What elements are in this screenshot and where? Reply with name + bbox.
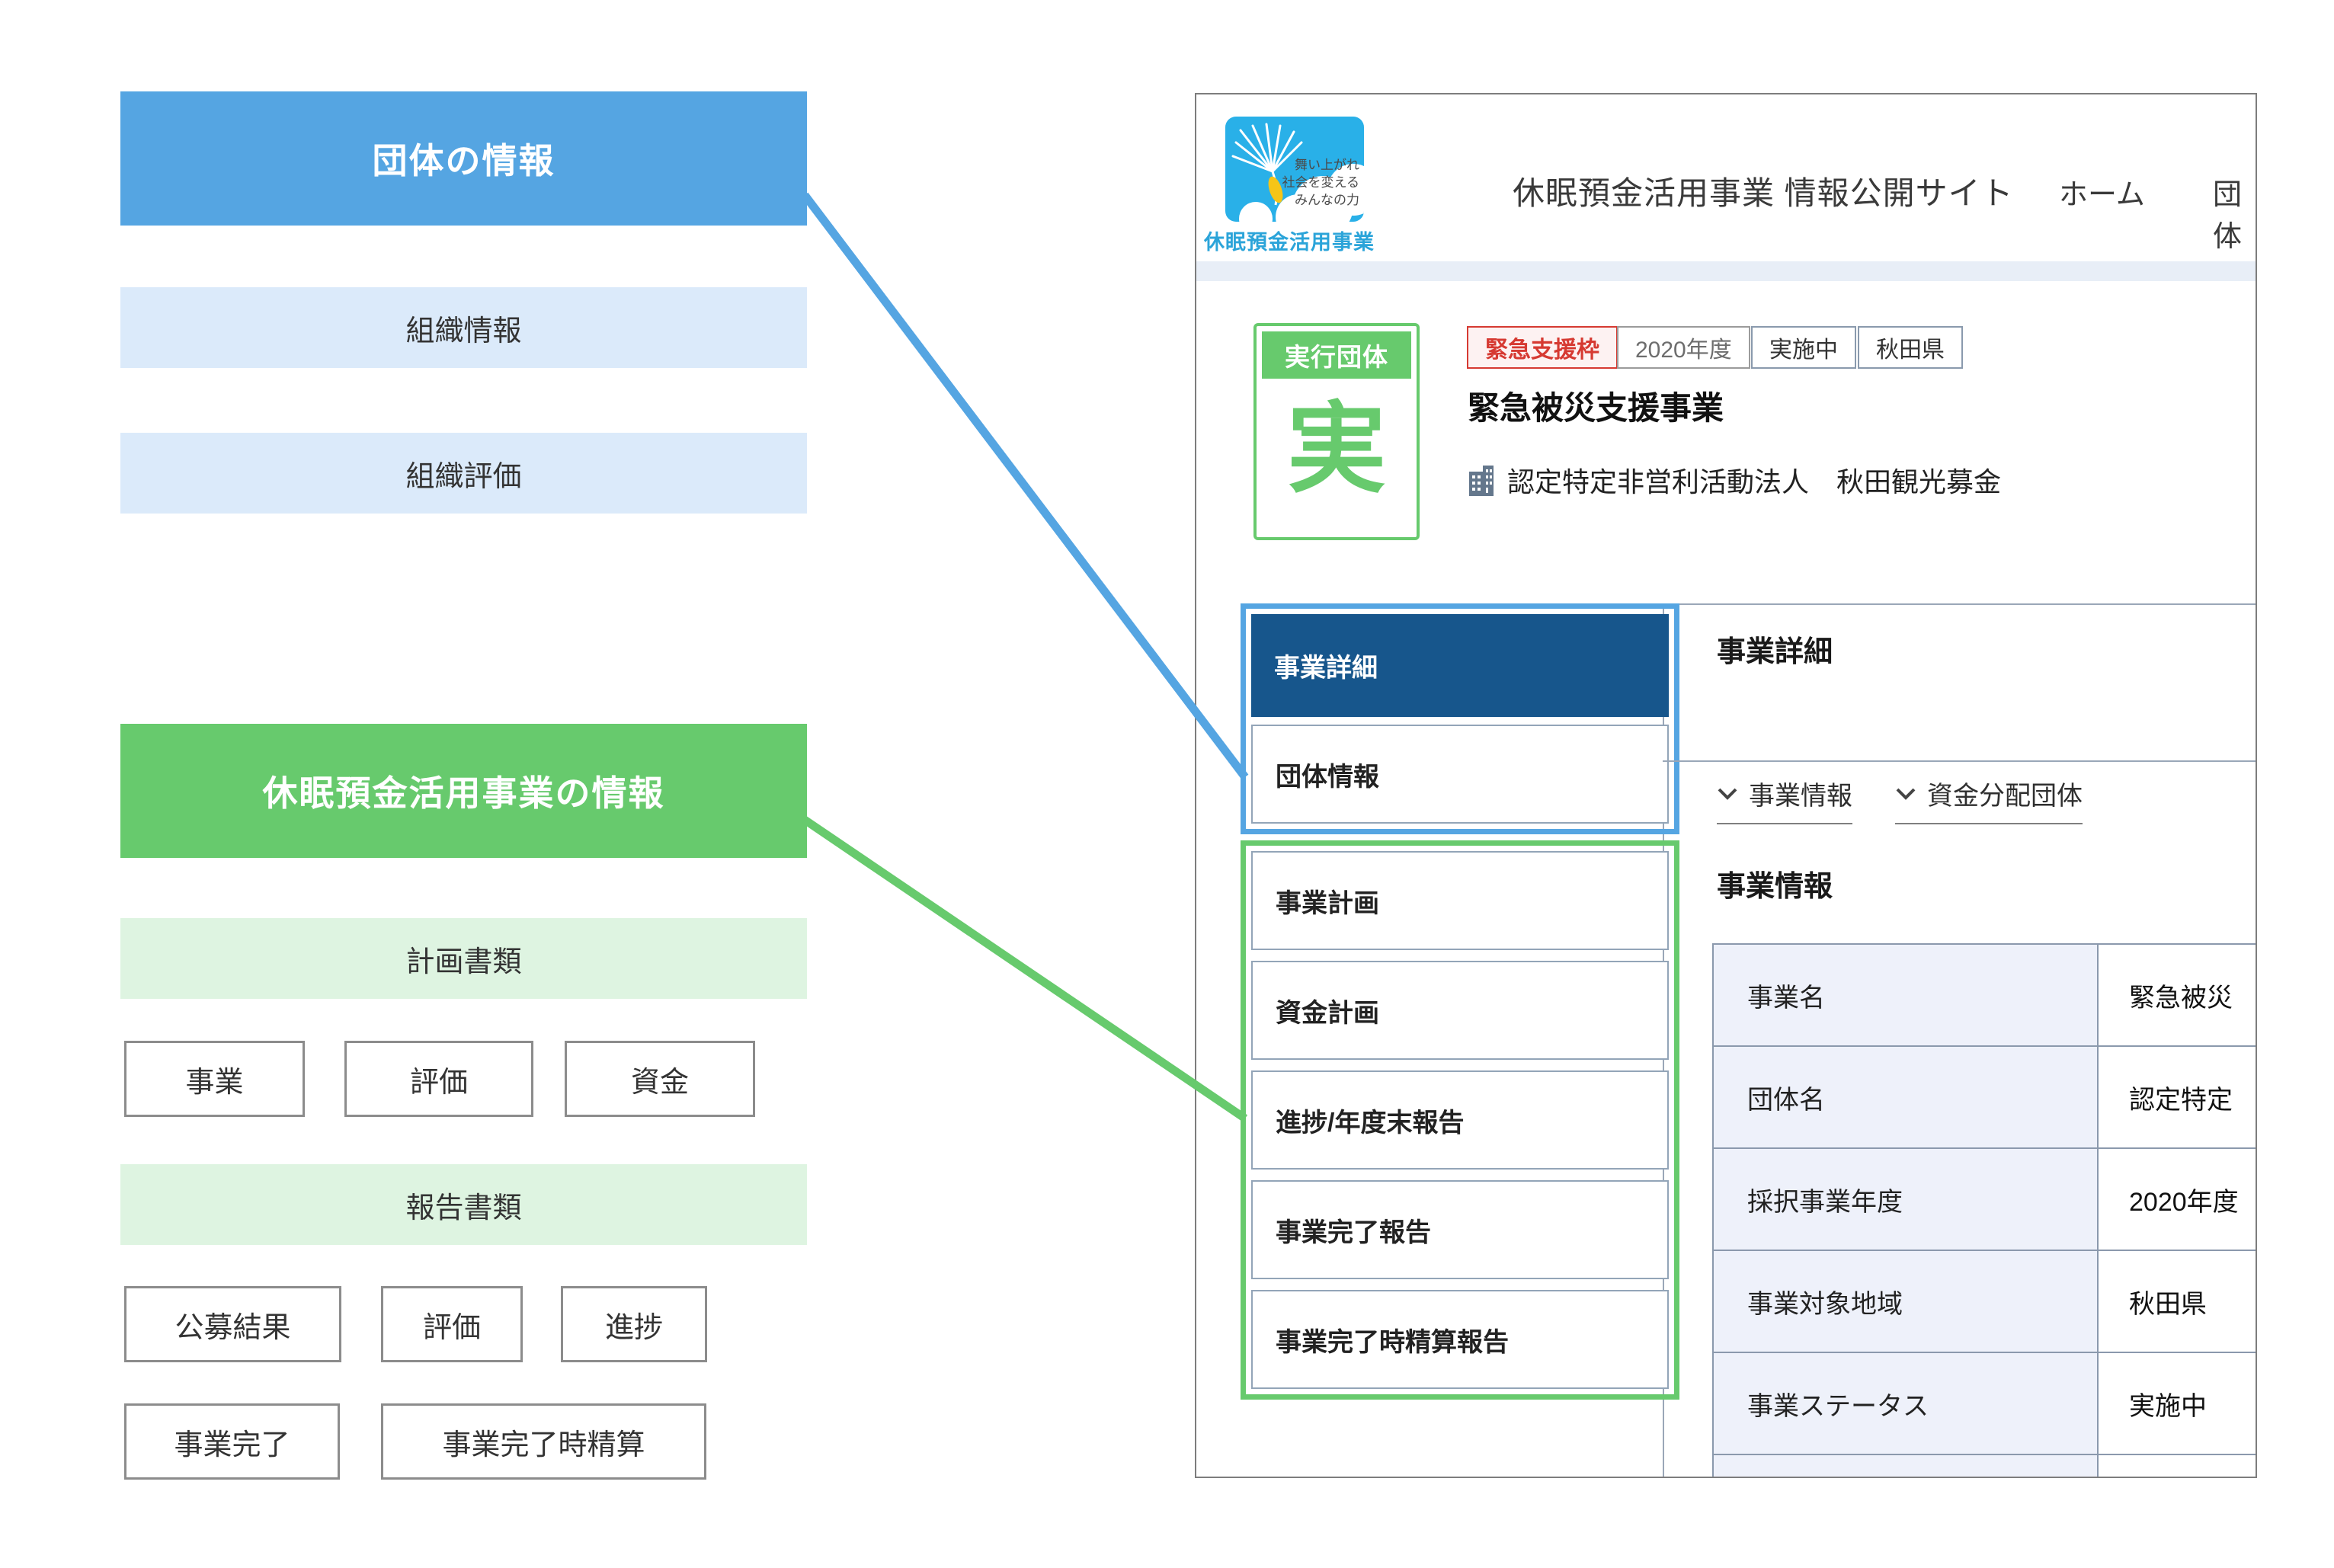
site-title: 休眠預金活用事業 情報公開サイト — [1513, 175, 2014, 211]
tag-status: 実施中 — [1751, 326, 1856, 369]
website-screenshot-panel: 舞い上がれ 社会を変える みんなの力 休眠預金活用事業 休眠預金活用事業 情報公… — [1195, 93, 2257, 1478]
link-fund-distribution-org[interactable]: 資金分配団体 — [1895, 775, 2083, 824]
annotation-box-funds-plan: 資金 — [565, 1041, 755, 1117]
annotation-box-label: 評価 — [409, 1066, 468, 1099]
link-label: 資金分配団体 — [1927, 782, 2083, 811]
annotation-org-group-header: 団体の情報 — [120, 91, 807, 226]
sidebar-item-label: 団体情報 — [1276, 762, 1379, 792]
annotation-box-evaluation-plan: 評価 — [344, 1041, 533, 1117]
logo-slogan-line: 社会を変える — [1282, 175, 1360, 190]
tag-prefecture: 秋田県 — [1858, 326, 1963, 369]
annotation-box-label: 事業完了 — [174, 1429, 290, 1461]
table-row: 事業対象地域 秋田県 — [1714, 1251, 2256, 1353]
sidebar-item-label: 事業詳細 — [1274, 654, 1378, 683]
annotation-box-offering-result: 公募結果 — [124, 1286, 341, 1362]
organization-line: 認定特定非営利活動法人 秋田観光募金 — [1468, 460, 2001, 500]
table-label: 採択事業年度 — [1714, 1149, 2099, 1250]
table-value: 実施中 — [2099, 1353, 2256, 1454]
annotation-row-label: 組織評価 — [405, 460, 522, 493]
annotation-box-progress: 進捗 — [561, 1286, 707, 1362]
table-row: 事業名 緊急被災 — [1714, 945, 2256, 1047]
logo-caption: 休眠預金活用事業 — [1204, 231, 1375, 254]
annotation-box-label: 公募結果 — [174, 1311, 291, 1344]
content-heading: 事業詳細 — [1717, 636, 1833, 668]
annotation-fund-group-title: 休眠預金活用事業の情報 — [262, 773, 665, 813]
annotation-box-label: 進捗 — [604, 1311, 663, 1344]
executing-org-badge: 実行団体 実 — [1253, 323, 1420, 540]
header-accent-band — [1196, 261, 2256, 281]
link-project-info[interactable]: 事業情報 — [1717, 775, 1852, 824]
sidebar-group-organization: 事業詳細 団体情報 — [1241, 603, 1679, 834]
content-heading-underline — [1663, 760, 2256, 762]
annotation-box-label: 資金 — [630, 1066, 689, 1099]
sidebar-group-fund-docs: 事業計画 資金計画 進捗/年度末報告 事業完了報告 事業完了時精算報告 — [1241, 840, 1679, 1400]
annotation-row-org-eval: 組織評価 — [120, 433, 807, 514]
table-row: 事業ステータス 実施中 — [1714, 1353, 2256, 1455]
annotation-box-project: 事業 — [124, 1041, 305, 1117]
sidebar-item-project-plan[interactable]: 事業計画 — [1251, 851, 1669, 950]
sidebar-item-label: 事業計画 — [1276, 888, 1379, 918]
logo-slogan-line: みんなの力 — [1295, 193, 1359, 207]
annotation-row-org-info: 組織情報 — [120, 287, 807, 368]
organization-name: 認定特定非営利活動法人 秋田観光募金 — [1507, 466, 2002, 498]
table-value: 2020年度 — [2099, 1149, 2256, 1250]
annotation-box-label: 評価 — [422, 1311, 481, 1344]
section-heading-project-info: 事業情報 — [1717, 871, 1833, 903]
green-connector-line — [802, 816, 1248, 1122]
nav-home[interactable]: ホーム — [2059, 179, 2145, 211]
blue-connector-line — [801, 192, 1249, 780]
table-label — [1714, 1455, 2099, 1477]
annotation-row-label: 計画書類 — [405, 946, 522, 978]
chevron-down-icon — [1896, 788, 1916, 800]
table-label: 事業対象地域 — [1714, 1251, 2099, 1352]
annotation-row-label: 報告書類 — [405, 1192, 522, 1224]
site-logo[interactable]: 舞い上がれ 社会を変える みんなの力 — [1225, 117, 1364, 222]
sidebar-item-completion-report[interactable]: 事業完了報告 — [1251, 1180, 1669, 1279]
tag-fiscal-year: 2020年度 — [1617, 326, 1750, 369]
chevron-down-icon — [1718, 788, 1737, 800]
annotation-box-label: 事業 — [185, 1066, 244, 1099]
sidebar-item-label: 事業完了報告 — [1276, 1218, 1431, 1247]
annotation-box-evaluation-report: 評価 — [381, 1286, 523, 1362]
project-info-table: 事業名 緊急被災 団体名 認定特定 採択事業年度 2020年度 事業対象地域 秋… — [1712, 943, 2256, 1477]
executing-org-badge-char: 実 — [1286, 393, 1386, 504]
table-label: 事業名 — [1714, 945, 2099, 1045]
sidebar-item-label: 進捗/年度末報告 — [1276, 1108, 1465, 1138]
table-row: 団体名 認定特定 — [1714, 1047, 2256, 1149]
annotation-row-plan-docs: 計画書類 — [120, 918, 807, 999]
annotation-org-group-title: 団体の情報 — [372, 141, 555, 181]
sidebar-item-progress-report[interactable]: 進捗/年度末報告 — [1251, 1070, 1669, 1170]
logo-slogan: 舞い上がれ 社会を変える みんなの力 — [1282, 156, 1360, 209]
annotation-row-label: 組織情報 — [405, 315, 522, 347]
nav-organizations[interactable]: 団体 — [2213, 179, 2243, 253]
sidebar-item-settlement-report[interactable]: 事業完了時精算報告 — [1251, 1290, 1669, 1389]
content-top-border — [1663, 603, 2256, 605]
link-label: 事業情報 — [1749, 782, 1852, 811]
annotation-row-report-docs: 報告書類 — [120, 1164, 807, 1245]
table-value: 認定特定 — [2099, 1047, 2256, 1147]
building-icon — [1469, 466, 1494, 496]
sidebar-item-label: 資金計画 — [1276, 998, 1379, 1028]
sidebar-item-fund-plan[interactable]: 資金計画 — [1251, 961, 1669, 1060]
annotation-fund-group-header: 休眠預金活用事業の情報 — [120, 724, 807, 858]
annotation-box-completion: 事業完了 — [124, 1403, 340, 1480]
table-row-clipped — [1714, 1455, 2256, 1477]
project-title: 緊急被災支援事業 — [1468, 390, 1724, 426]
executing-org-badge-header: 実行団体 — [1262, 331, 1411, 379]
tag-emergency-support: 緊急支援枠 — [1467, 326, 1618, 369]
table-value — [2099, 1455, 2256, 1477]
sidebar-item-label: 事業完了時精算報告 — [1276, 1327, 1509, 1357]
table-row: 採択事業年度 2020年度 — [1714, 1149, 2256, 1251]
table-value: 緊急被災 — [2099, 945, 2256, 1045]
table-label: 団体名 — [1714, 1047, 2099, 1147]
anchor-links-row: 事業情報 資金分配団体 — [1717, 775, 2083, 824]
table-value: 秋田県 — [2099, 1251, 2256, 1352]
annotation-box-label: 事業完了時精算 — [442, 1429, 645, 1461]
sidebar-item-project-detail[interactable]: 事業詳細 — [1251, 614, 1669, 717]
table-label: 事業ステータス — [1714, 1353, 2099, 1454]
annotation-box-completion-settlement: 事業完了時精算 — [381, 1403, 706, 1480]
sidebar-item-org-info[interactable]: 団体情報 — [1251, 725, 1669, 824]
logo-slogan-line: 舞い上がれ — [1295, 158, 1359, 172]
